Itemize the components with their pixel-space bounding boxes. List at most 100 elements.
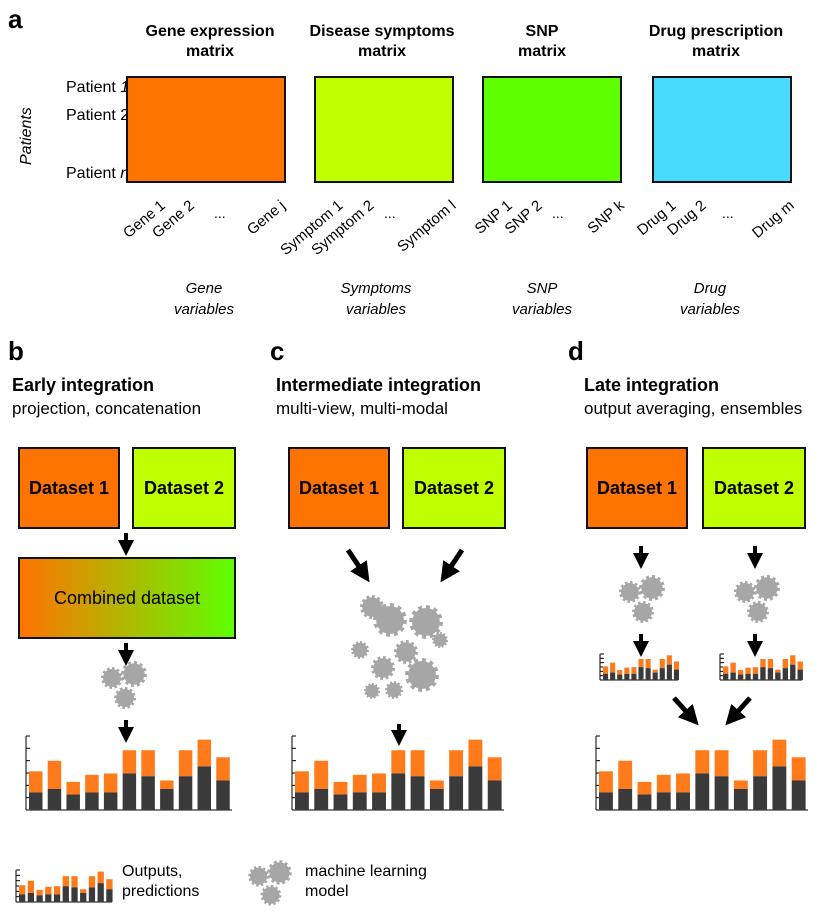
bar-segment-dark bbox=[36, 895, 43, 902]
gear-icon bbox=[260, 884, 282, 906]
bar-segment-orange bbox=[197, 739, 212, 767]
bar-segment-dark bbox=[624, 673, 630, 680]
bar-segment-orange bbox=[656, 774, 671, 793]
panel-a-letter: a bbox=[8, 4, 23, 34]
bar-segment-dark bbox=[468, 766, 483, 810]
panel-b-letter: b bbox=[8, 336, 24, 366]
bar-segment-dark bbox=[71, 887, 78, 902]
gear-icon bbox=[101, 667, 123, 689]
gene-expression-matrix bbox=[126, 76, 286, 183]
bar-segment-dark bbox=[122, 773, 137, 810]
bar-segment-orange bbox=[122, 750, 137, 774]
bar-segment-dark bbox=[752, 673, 759, 680]
bar-segment-dark bbox=[27, 892, 35, 902]
bar-segment-orange bbox=[760, 659, 766, 668]
bar-segment-dark bbox=[791, 780, 806, 810]
bar-segment-dark bbox=[197, 766, 212, 810]
late-dataset-1: Dataset 1 bbox=[586, 447, 688, 529]
early-integration-title: Early integration bbox=[12, 375, 155, 395]
bar-segment-orange bbox=[85, 774, 99, 793]
bar-segment-orange bbox=[391, 750, 406, 774]
bar-segment-dark bbox=[103, 792, 118, 810]
bar-segment-dark bbox=[62, 886, 69, 902]
bar-segment-orange bbox=[216, 757, 230, 781]
gear-icon bbox=[394, 640, 418, 664]
bar-segment-orange bbox=[652, 669, 658, 673]
bar-segment-orange bbox=[352, 774, 367, 793]
bar-segment-dark bbox=[141, 776, 155, 810]
bar-segment-orange bbox=[468, 739, 483, 767]
bar-segment-orange bbox=[753, 750, 768, 777]
bar-segment-orange bbox=[429, 780, 444, 789]
bar-segment-dark bbox=[645, 668, 651, 680]
patient-2-label: Patient 2 bbox=[66, 107, 130, 124]
intermediate-integration-title: Intermediate integration bbox=[276, 375, 482, 395]
bar-segment-dark bbox=[19, 894, 26, 902]
late-integration-subtitle: output averaging, ensembles bbox=[584, 399, 803, 418]
bar-segment-dark bbox=[656, 792, 671, 810]
bar-segment-orange bbox=[88, 876, 96, 888]
bar-segment-dark bbox=[652, 672, 658, 680]
gear-icon bbox=[121, 661, 147, 687]
late-integration-title: Late integration bbox=[584, 375, 720, 395]
gear-icon bbox=[364, 683, 380, 699]
early-dataset-1: Dataset 1 bbox=[18, 447, 120, 529]
bar-segment-orange bbox=[730, 662, 736, 673]
intermediate-integration-subtitle: multi-view, multi-modal bbox=[276, 399, 448, 418]
panel-c-letter: c bbox=[270, 336, 285, 366]
bar-segment-dark bbox=[767, 668, 774, 680]
bar-segment-dark bbox=[216, 780, 230, 810]
bar-segment-orange bbox=[45, 886, 52, 895]
patient-n-label: Patient n bbox=[66, 165, 130, 182]
bar-segment-orange bbox=[676, 773, 690, 793]
drug-dots: ... bbox=[722, 205, 734, 221]
bar-segment-dark bbox=[782, 668, 789, 680]
bar-segment-dark bbox=[797, 669, 803, 680]
bar-segment-dark bbox=[314, 788, 329, 810]
gear-icon bbox=[385, 681, 403, 699]
arrow-diagonal-icon bbox=[725, 696, 752, 726]
bar-segment-orange bbox=[36, 889, 43, 896]
intermediate-dataset-1: Dataset 1 bbox=[288, 447, 390, 529]
bar-segment-dark bbox=[66, 794, 80, 810]
disease-symptoms-matrix bbox=[314, 76, 454, 183]
bar-segment-orange bbox=[666, 655, 672, 665]
bar-segment-orange bbox=[791, 757, 806, 781]
bar-segment-dark bbox=[449, 776, 464, 810]
bar-segment-dark bbox=[631, 673, 637, 680]
bar-segment-dark bbox=[391, 773, 406, 810]
bar-segment-dark bbox=[45, 894, 52, 902]
bar-segment-orange bbox=[772, 739, 787, 767]
arrow-diagonal-icon bbox=[345, 548, 370, 583]
gear-icon bbox=[351, 641, 369, 659]
gene-dots: ... bbox=[214, 205, 226, 221]
bar-segment-dark bbox=[666, 664, 672, 680]
bar-segment-orange bbox=[638, 659, 644, 668]
bar-segment-orange bbox=[106, 879, 113, 890]
arrow-diagonal-icon bbox=[440, 548, 465, 583]
intermediate-dataset-2: Dataset 2 bbox=[402, 447, 506, 529]
bar-segment-orange bbox=[449, 750, 464, 777]
bar-segment-orange bbox=[714, 750, 729, 777]
bar-segment-orange bbox=[737, 670, 744, 675]
bar-segment-orange bbox=[103, 773, 118, 793]
bar-segment-orange bbox=[314, 760, 329, 789]
early-dataset-2: Dataset 2 bbox=[132, 447, 236, 529]
combined-dataset: Combined dataset bbox=[18, 557, 236, 639]
bar-segment-dark bbox=[723, 673, 729, 680]
bar-segment-orange bbox=[723, 666, 729, 674]
gear-icon bbox=[754, 575, 780, 601]
gear-icon bbox=[619, 581, 641, 603]
bar-segment-dark bbox=[97, 883, 104, 902]
bar-segment-orange bbox=[410, 750, 425, 777]
bar-segment-orange bbox=[333, 781, 348, 795]
bar-segment-orange bbox=[487, 757, 502, 781]
bar-segment-dark bbox=[618, 788, 633, 810]
bar-segment-orange bbox=[29, 771, 43, 793]
bar-segment-dark bbox=[676, 792, 690, 810]
